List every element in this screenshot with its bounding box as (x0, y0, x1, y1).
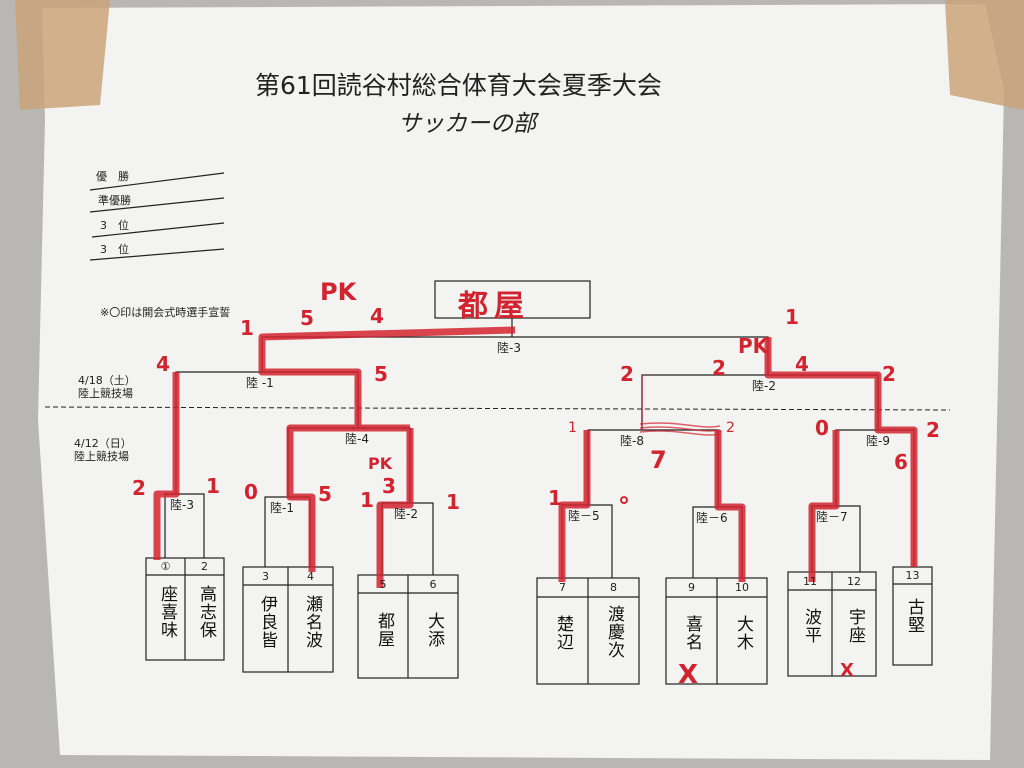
team-number: 10 (735, 581, 749, 594)
day-divider (44, 406, 951, 411)
handwritten-score: 0 (244, 480, 258, 504)
handwritten-score: 5 (300, 306, 314, 330)
marker-scribble (639, 375, 721, 436)
date-4-18: 4/18（土）陸上競技場 (78, 374, 136, 400)
team-name: 大添 (424, 612, 444, 648)
handwritten-score: 2 (926, 418, 940, 442)
handwritten-score: 2 (620, 362, 634, 386)
results-lines (89, 172, 225, 261)
handwritten-score: 1 (360, 488, 374, 512)
match-r1-6: 陸－6 (696, 511, 728, 525)
page-subtitle: サッカーの部 (398, 111, 536, 137)
handwritten-score: 1 (568, 420, 577, 436)
champion-name: 都屋 (458, 289, 530, 324)
match-r1-3: 陸-3 (170, 498, 194, 512)
team-name: 波平 (801, 608, 821, 644)
place-winner: 優 勝 (96, 170, 129, 183)
place-third-2: 3 位 (100, 243, 129, 256)
team-number: 8 (610, 581, 617, 594)
handwritten-score: 5 (318, 482, 332, 506)
loss-mark-x: X (840, 660, 854, 681)
team-name: 都屋 (374, 612, 394, 648)
team-number: ① (160, 560, 171, 573)
marker-winner-paths (153, 326, 918, 588)
team-number: 7 (559, 581, 566, 594)
team-number: 5 (379, 578, 387, 591)
handwritten-score: 4 (795, 352, 809, 376)
handwritten-score: 4 (156, 352, 170, 376)
handwritten-score: 2 (882, 362, 896, 386)
handwritten-score: 1 (446, 490, 460, 514)
team-name: 喜名 (682, 615, 702, 651)
handwritten-score: 1 (206, 474, 220, 498)
date-label: 4/18（土） (78, 374, 136, 387)
team-name: 大木 (733, 615, 753, 651)
match-qf-9: 陸-9 (866, 434, 890, 448)
paper (38, 4, 1004, 760)
team-number: 13 (905, 569, 920, 582)
loss-mark-x: X (678, 660, 699, 690)
team-name: 伊良皆 (257, 595, 277, 649)
match-r1-1: 陸-1 (270, 501, 294, 515)
match-qf-8: 陸-8 (620, 434, 644, 448)
venue-label: 陸上競技場 (78, 387, 133, 400)
handwritten-score: 5 (374, 362, 388, 386)
handwritten-score: 6 (894, 450, 908, 474)
venue-label: 陸上競技場 (74, 450, 129, 463)
handwritten-score: 7 (650, 446, 667, 474)
team-name: 古堅 (904, 598, 924, 634)
match-r1-2: 陸-2 (394, 507, 418, 521)
team-number: 2 (201, 560, 208, 573)
handwritten-score: 3 (382, 474, 396, 498)
handwritten-score: 1 (240, 316, 254, 340)
match-semi-left: 陸 -1 (246, 376, 274, 390)
handwritten-score: 1 (785, 305, 799, 329)
date-4-12: 4/12（日）陸上競技場 (74, 437, 132, 463)
tape-left (15, 0, 110, 110)
match-qf-4: 陸-4 (345, 432, 369, 446)
note: ※〇印は開会式時選手宣誓 (100, 306, 231, 319)
team-number: 12 (847, 575, 861, 588)
team-number: 3 (262, 570, 269, 583)
handwritten-score: 2 (712, 356, 726, 380)
handwritten-score: 4 (370, 304, 384, 328)
team-number: 6 (429, 578, 437, 591)
handwritten-score: 0 (815, 416, 829, 440)
match-final: 陸-3 (497, 341, 521, 355)
team-name: 宇座 (845, 608, 865, 644)
match-r1-7: 陸－7 (816, 510, 848, 524)
handwritten-pk: PK (738, 334, 769, 358)
team-number: 9 (688, 581, 695, 594)
handwritten-score: 2 (726, 420, 735, 436)
date-label: 4/12（日） (74, 437, 132, 450)
handwritten-score: 1 (548, 486, 562, 510)
place-runner-up: 準優勝 (98, 194, 131, 207)
handwritten-pk: PK (320, 278, 357, 306)
team-name: 渡慶次 (604, 605, 624, 659)
team-name: 高志保 (196, 585, 216, 639)
team-name: 座喜味 (157, 585, 177, 639)
page-title: 第61回読谷村総合体育大会夏季大会 (255, 71, 662, 100)
handwritten-pk: PK (368, 454, 393, 473)
handwritten-score: ° (618, 492, 630, 520)
team-name: 瀬名波 (302, 595, 322, 649)
team-number: 11 (803, 575, 817, 588)
team-name: 楚辺 (553, 615, 573, 651)
place-third-1: 3 位 (100, 219, 129, 232)
match-semi-right: 陸-2 (752, 379, 776, 393)
match-r1-5: 陸－5 (568, 509, 600, 523)
team-number: 4 (307, 570, 314, 583)
tape-right (945, 0, 1024, 110)
handwritten-score: 2 (132, 476, 146, 500)
